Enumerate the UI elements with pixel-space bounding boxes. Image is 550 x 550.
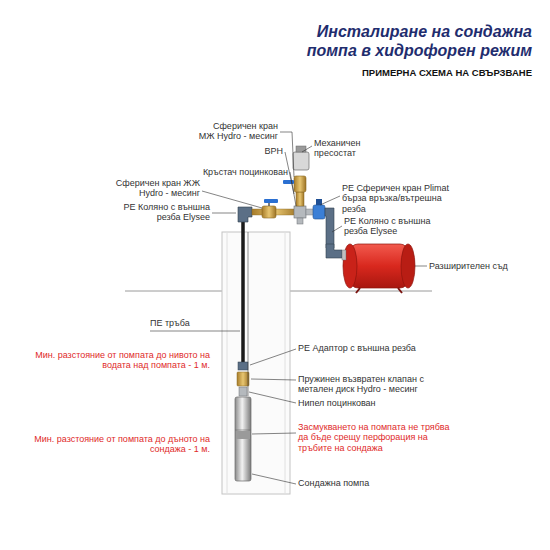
part-label: Нипел поцинкован bbox=[298, 398, 418, 408]
pe-pipe bbox=[241, 214, 245, 362]
valve-handle bbox=[264, 199, 278, 203]
valve-handle bbox=[283, 180, 294, 184]
tank-end bbox=[401, 244, 415, 288]
pe-pipe-right bbox=[325, 208, 334, 248]
part-label: PE Коляно с външна резба Elysee bbox=[112, 202, 210, 223]
note-red: Мин. разстояние от помпата до нивото на … bbox=[28, 350, 210, 371]
part-label: Сферичен кран МЖ Hydro - месинг bbox=[196, 121, 278, 142]
cross-plug bbox=[297, 218, 303, 224]
pe-elbow bbox=[326, 244, 342, 258]
valve-stem bbox=[268, 203, 270, 206]
part-label: Разширителен съд bbox=[429, 261, 529, 271]
borehole-casing bbox=[285, 232, 286, 494]
pe-valve-handle bbox=[316, 199, 322, 205]
expansion-tank bbox=[350, 244, 408, 288]
part-label: ПЕ тръба bbox=[150, 318, 230, 328]
brass-fitting bbox=[296, 192, 304, 206]
pressure-switch-cap bbox=[296, 146, 306, 152]
pump-cable bbox=[248, 232, 249, 396]
ball-valve bbox=[262, 206, 276, 218]
part-label: ВРН bbox=[250, 146, 283, 156]
part-label: PE Сферичен кран Plimat бърза връзка/вът… bbox=[342, 183, 462, 214]
pump-intake bbox=[236, 431, 250, 439]
galvanized-nipple bbox=[239, 387, 247, 396]
part-label: Сондажна помпа bbox=[298, 478, 418, 488]
check-valve bbox=[237, 372, 249, 386]
part-label: Сферичен кран ЖЖ Hydro - месинг bbox=[112, 178, 200, 199]
part-label: Пружинен възвратен клапан с метален диск… bbox=[298, 374, 458, 395]
pe-adapter bbox=[238, 362, 248, 370]
pressure-switch bbox=[293, 152, 309, 170]
part-label: Механичен пресостат bbox=[314, 138, 404, 159]
tank-end bbox=[343, 244, 357, 288]
tank-legs bbox=[356, 288, 402, 293]
subtitle: ПРИМЕРНА СХЕМА НА СВЪРЗВАНЕ bbox=[300, 68, 532, 79]
ball-valve bbox=[294, 176, 306, 192]
pe-ball-valve bbox=[313, 205, 325, 219]
pe-elbow bbox=[238, 207, 252, 222]
borehole-casing bbox=[227, 232, 228, 494]
part-label: PE Адаптор с външна резба bbox=[298, 343, 448, 353]
part-label: Кръстач поцинкован bbox=[196, 167, 288, 177]
galvanized-cross bbox=[294, 206, 306, 218]
part-label: PE Коляно с външна резба Elysee bbox=[344, 216, 454, 237]
borehole-pump bbox=[235, 397, 251, 481]
note-red: Засмукването на помпата не трябва да бъд… bbox=[298, 422, 458, 453]
tank-port bbox=[342, 250, 346, 260]
note-red: Мин. разстояние от помпата до дъното на … bbox=[28, 434, 210, 455]
diagram-title: Инсталиране на сондажна помпа в хидрофор… bbox=[270, 22, 532, 60]
pump-joint bbox=[235, 430, 251, 431]
